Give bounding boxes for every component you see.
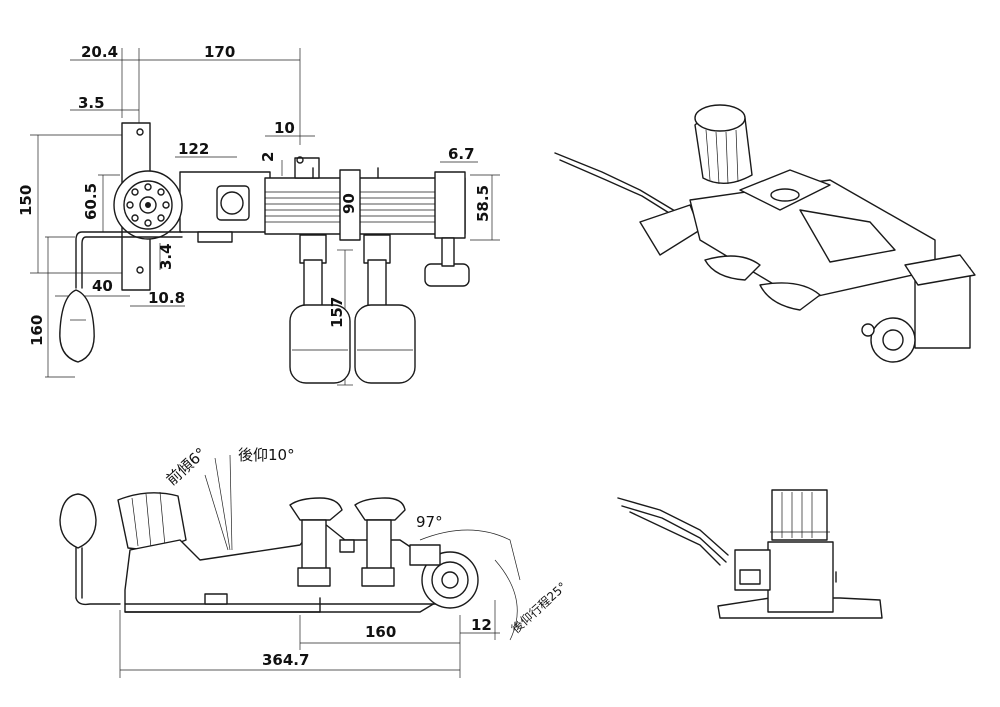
dim-10: 10 [274,119,295,137]
pedal-lever-left [289,167,351,384]
dim-364-7: 364.7 [262,651,309,669]
forward-tilt-label: 前傾6° [163,444,210,489]
side-view-dimension-lines [119,454,521,678]
angle-97-label: 97° [416,513,443,531]
dim-2: 2 [259,152,277,162]
dim-20-4: 20.4 [81,43,118,61]
isometric-view [554,104,976,363]
side-pedal-right [354,497,406,587]
side-view: 前傾6° 後仰10° 97° 後仰行程25° 160 12 364.7 [59,444,569,678]
dim-58-5: 58.5 [474,185,492,222]
lever-handle [59,289,95,363]
pedal-lever-right [354,167,416,384]
dim-122: 122 [178,140,209,158]
dim-150: 150 [17,185,35,216]
lever-rod [75,231,183,289]
dim-160-bottom: 160 [365,623,396,641]
front-tension-knob [771,489,828,541]
dim-3-4: 3.4 [157,243,175,270]
top-view-dimension-lines [30,48,500,386]
front-view [617,489,883,619]
dim-3-5: 3.5 [78,94,105,112]
tension-knob [113,170,183,240]
lock-knob [424,263,470,287]
spring-assembly [264,177,466,235]
dim-40: 40 [92,277,113,295]
dim-90: 90 [340,193,358,214]
dim-6-7: 6.7 [448,145,475,163]
top-view: 20.4 170 3.5 10 122 2 6.7 150 60.5 90 58… [17,43,500,386]
dim-10-8: 10.8 [148,289,185,307]
dim-60-5: 60.5 [82,183,100,220]
iso-lock-knob [870,317,916,363]
dim-157: 157 [328,297,346,328]
side-lever-handle [59,493,97,549]
backward-tilt-label: 後仰10° [238,446,295,464]
side-lock-knob [409,544,479,609]
front-housing [767,541,834,613]
side-pedal-left [289,497,343,587]
dim-160-left: 160 [28,315,46,346]
iso-base-plate [689,179,936,301]
dim-170: 170 [204,43,235,61]
dim-12: 12 [471,616,492,634]
iso-spring-block [799,209,896,263]
